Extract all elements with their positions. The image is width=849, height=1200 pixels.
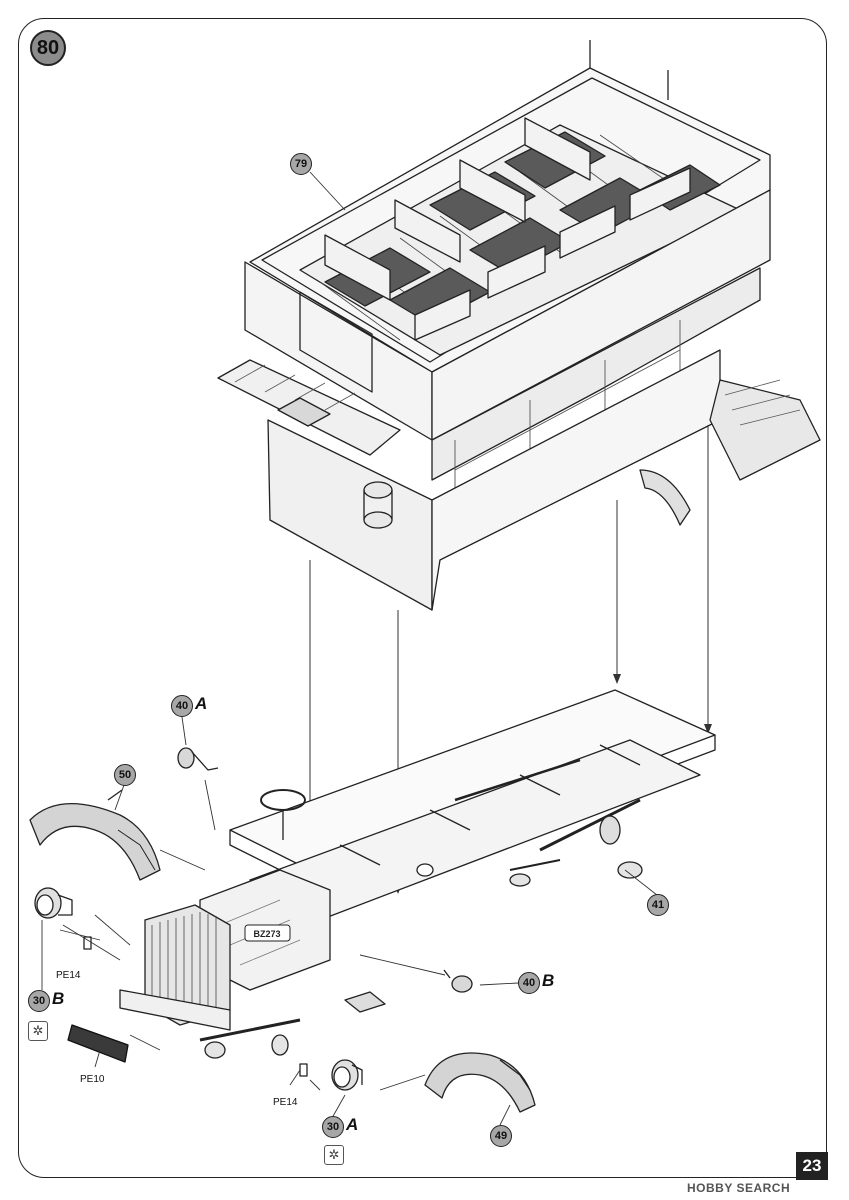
watermark: HOBBY SEARCH xyxy=(687,1181,791,1195)
page-number: 23 xyxy=(796,1152,828,1180)
pe14-label-left: PE14 xyxy=(56,970,81,981)
part-40b-letter: B xyxy=(542,971,555,990)
part-49-callout: 49 xyxy=(490,1125,512,1147)
part-40b-callout: 40 xyxy=(518,972,540,994)
part-40a-callout: 40 xyxy=(171,695,193,717)
pe14-label-bottom: PE14 xyxy=(273,1097,298,1108)
part-30a-callout: 30 xyxy=(322,1116,344,1138)
part-79-callout: 79 xyxy=(290,153,312,175)
chassis-frame xyxy=(119,689,716,1059)
pe10-label: PE10 xyxy=(80,1074,105,1085)
part-30b-letter: B xyxy=(52,989,65,1008)
part-30a-letter: A xyxy=(346,1115,359,1134)
truck-body xyxy=(217,40,821,611)
part-41-callout: 41 xyxy=(647,894,669,916)
part-30b-callout: 30 xyxy=(28,990,50,1012)
part-50-callout: 50 xyxy=(114,764,136,786)
glue-icon: ✲ xyxy=(324,1145,344,1165)
part-40a-letter: A xyxy=(195,694,208,713)
grille-badge: BZ273 xyxy=(253,929,280,939)
glue-icon: ✲ xyxy=(28,1021,48,1041)
step-number: 80 xyxy=(30,30,66,66)
page-frame xyxy=(18,18,827,1178)
